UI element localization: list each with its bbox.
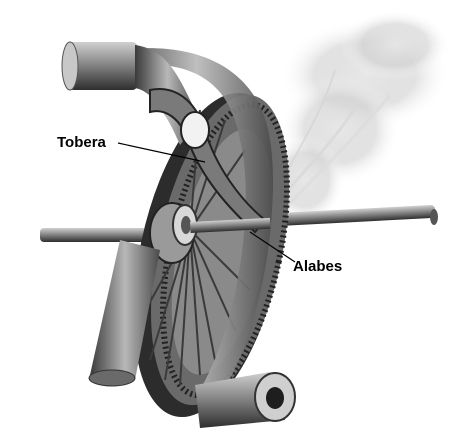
nozzle-label: Tobera bbox=[57, 134, 106, 151]
steam-cloud bbox=[265, 10, 450, 225]
blades-label: Alabes bbox=[293, 258, 342, 275]
